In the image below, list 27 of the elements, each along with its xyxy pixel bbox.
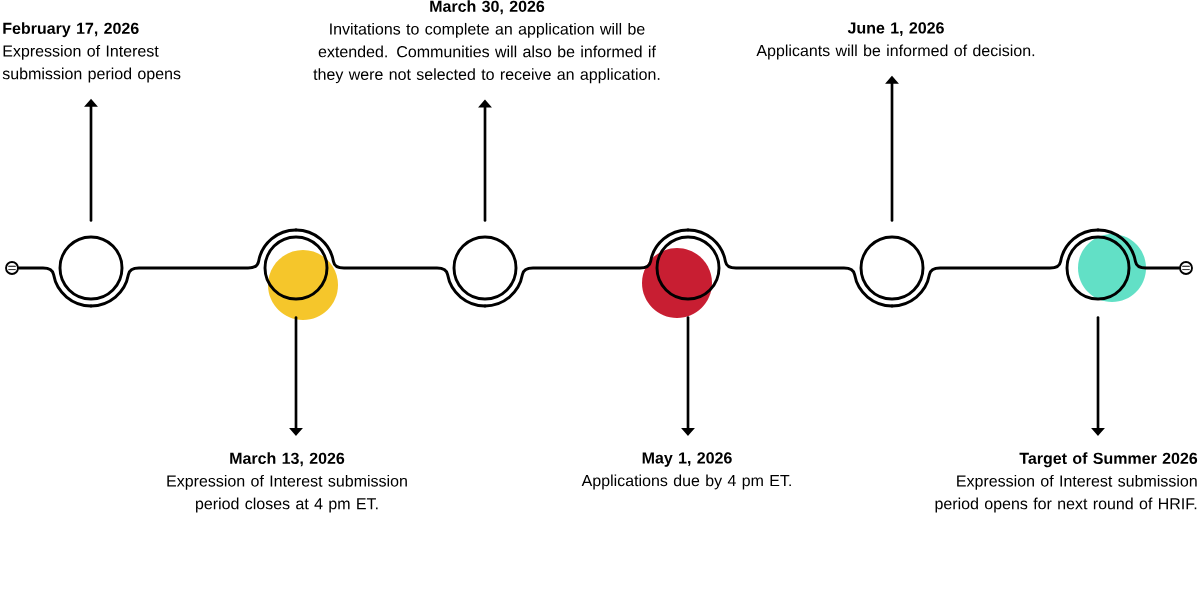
milestone-date: June 1, 2026 bbox=[847, 22, 944, 36]
milestone-circle bbox=[452, 235, 518, 301]
milestone-description: Invitations to complete an application will be extended. Communities will also be informed if they were not selected to receive an application. bbox=[313, 22, 660, 84]
timeline-line bbox=[17, 266, 93, 308]
milestone-description: Expression of Interest submission period opens bbox=[2, 44, 181, 83]
milestone-date: March 13, 2026 bbox=[230, 452, 345, 467]
milestone-circle bbox=[58, 235, 124, 301]
timeline-line bbox=[890, 228, 1100, 308]
milestone-circle bbox=[263, 235, 329, 301]
end-cap bbox=[1179, 261, 1193, 275]
timeline-line bbox=[294, 228, 487, 308]
milestone-date: May 1, 2026 bbox=[642, 452, 732, 467]
milestone-circle bbox=[1065, 235, 1131, 301]
milestone-description: Expression of Interest submission period opens for next round of HRIF. bbox=[935, 474, 1197, 513]
timeline-line bbox=[89, 228, 298, 308]
end-cap bbox=[5, 261, 19, 275]
milestone-description: Expression of Interest submission period closes at 4 pm ET. bbox=[167, 474, 407, 513]
milestone-description: Applicants will be informed of decision. bbox=[756, 44, 1035, 60]
timeline-line bbox=[1096, 228, 1181, 270]
timeline-line bbox=[686, 228, 894, 308]
timeline-line bbox=[483, 228, 690, 308]
milestone-circle bbox=[859, 235, 925, 301]
milestone-circle bbox=[655, 235, 721, 301]
milestone-date: February 17, 2026 bbox=[3, 22, 139, 38]
milestone-description: Applications due by 4 pm ET. bbox=[581, 474, 791, 490]
milestone-date: March 30, 2026 bbox=[430, 0, 545, 15]
milestone-date: Target of Summer 2026 bbox=[1019, 452, 1198, 468]
